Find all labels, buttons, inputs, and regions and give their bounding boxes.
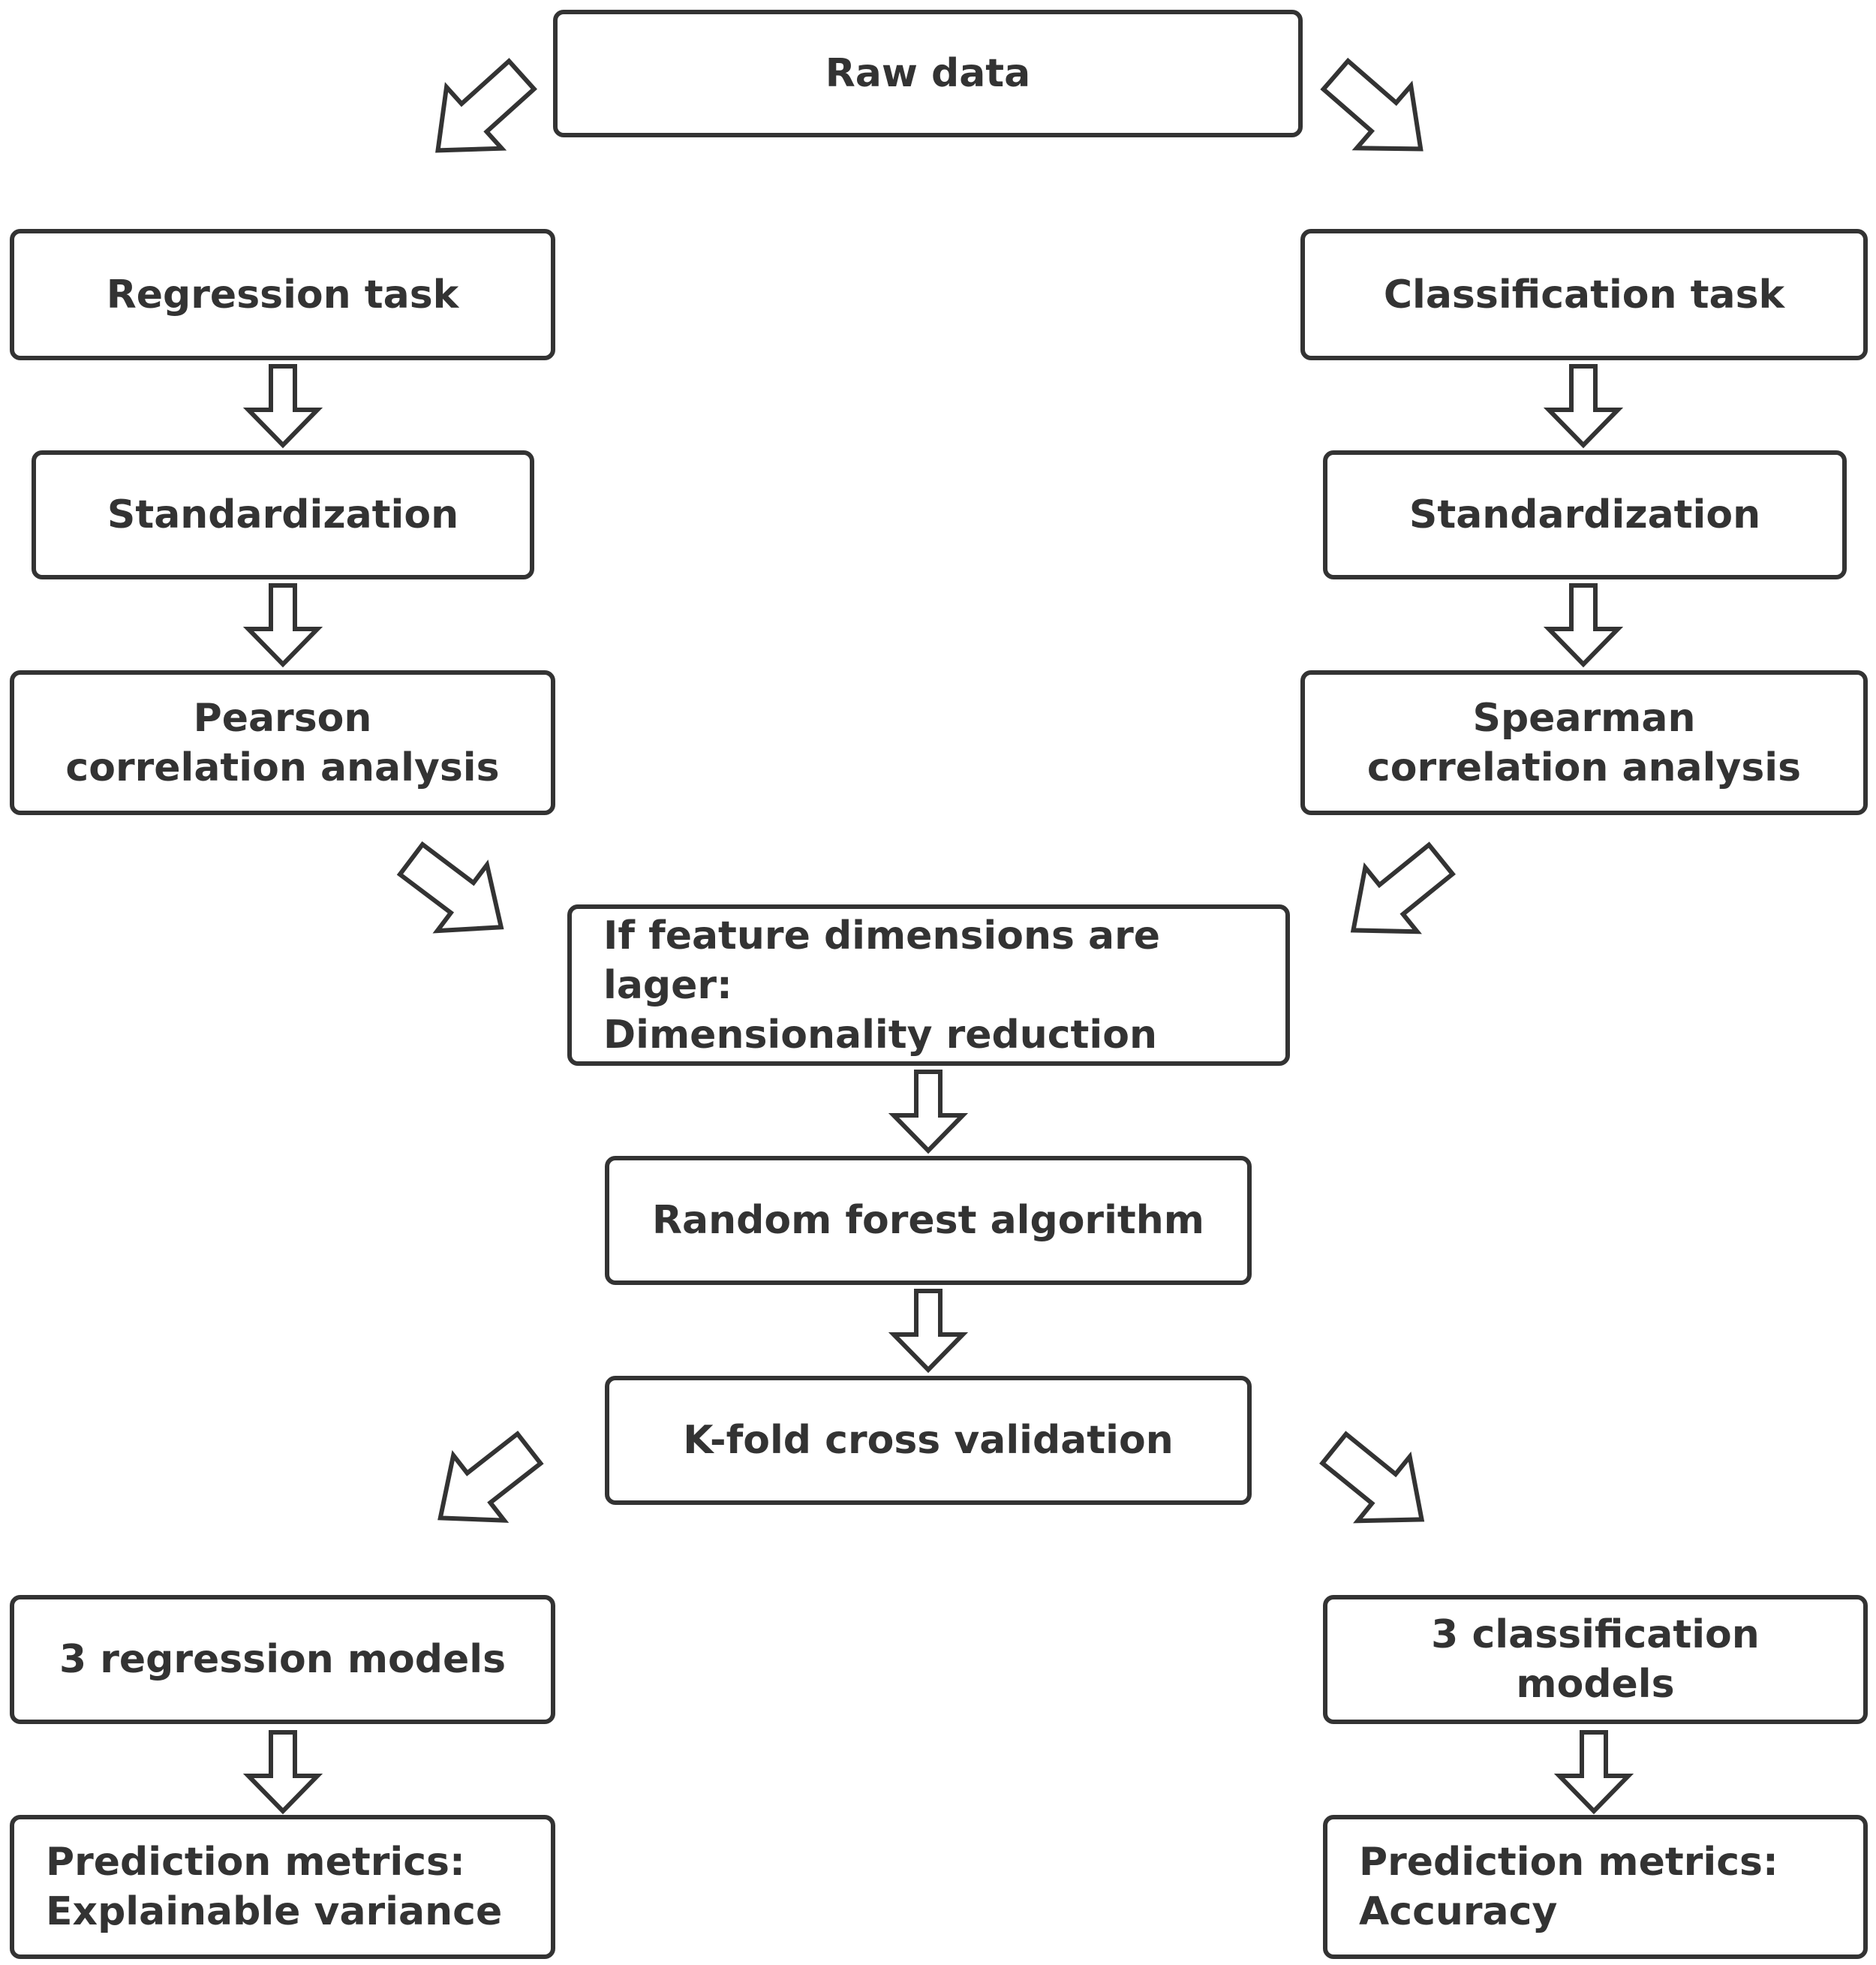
regression-models-label: 3 regression models [59, 1637, 507, 1682]
arrow-standardization-to-spearman [1549, 585, 1618, 664]
classification-models-label: 3 classification models [1431, 1612, 1760, 1707]
kfold-label: K-fold cross validation [683, 1418, 1174, 1463]
raw-data-box: Raw data [553, 10, 1303, 137]
metrics-right-label: Prediction metrics: Accuracy [1359, 1840, 1778, 1934]
standardization-left-label: Standardization [107, 492, 459, 537]
pearson-box: Pearson correlation analysis [10, 670, 555, 815]
arrow-regression-to-standardization [248, 366, 317, 445]
arrow-kfold-to-classification-models [1308, 1416, 1448, 1551]
arrow-standardization-to-pearson [248, 585, 317, 664]
spearman-box: Spearman correlation analysis [1300, 670, 1868, 815]
raw-data-label: Raw data [825, 51, 1031, 96]
standardization-left-box: Standardization [32, 450, 534, 579]
arrow-raw-to-regression [410, 44, 549, 181]
arrow-random-forest-to-kfold [894, 1291, 963, 1370]
arrow-kfold-to-regression-models [415, 1416, 555, 1551]
regression-task-box: Regression task [10, 229, 555, 360]
classification-task-box: Classification task [1300, 229, 1868, 360]
regression-models-box: 3 regression models [10, 1595, 555, 1724]
arrow-pearson-to-dimensionality [386, 826, 526, 960]
pearson-label: Pearson correlation analysis [65, 695, 500, 790]
standardization-right-label: Standardization [1409, 492, 1761, 537]
random-forest-box: Random forest algorithm [605, 1156, 1252, 1285]
arrow-classification-to-standardization [1549, 366, 1618, 445]
classification-models-box: 3 classification models [1323, 1595, 1868, 1724]
metrics-left-box: Prediction metrics: Explainable variance [10, 1815, 555, 1959]
arrow-regression-models-to-metrics [248, 1732, 317, 1811]
spearman-label: Spearman correlation analysis [1366, 695, 1802, 790]
arrow-dimensionality-to-random-forest [894, 1072, 963, 1151]
standardization-right-box: Standardization [1323, 450, 1847, 579]
kfold-box: K-fold cross validation [605, 1376, 1252, 1505]
metrics-right-box: Prediction metrics: Accuracy [1323, 1815, 1868, 1959]
dimensionality-reduction-label: If feature dimensions are lager: Dimensi… [603, 913, 1161, 1058]
regression-task-label: Regression task [106, 272, 459, 317]
classification-task-label: Classification task [1383, 272, 1785, 317]
random-forest-label: Random forest algorithm [652, 1198, 1204, 1243]
dimensionality-reduction-box: If feature dimensions are lager: Dimensi… [567, 904, 1290, 1066]
arrow-raw-to-classification [1309, 44, 1448, 179]
metrics-left-label: Prediction metrics: Explainable variance [46, 1840, 503, 1934]
arrow-classification-models-to-metrics [1559, 1732, 1628, 1811]
arrow-spearman-to-dimensionality [1327, 827, 1467, 962]
